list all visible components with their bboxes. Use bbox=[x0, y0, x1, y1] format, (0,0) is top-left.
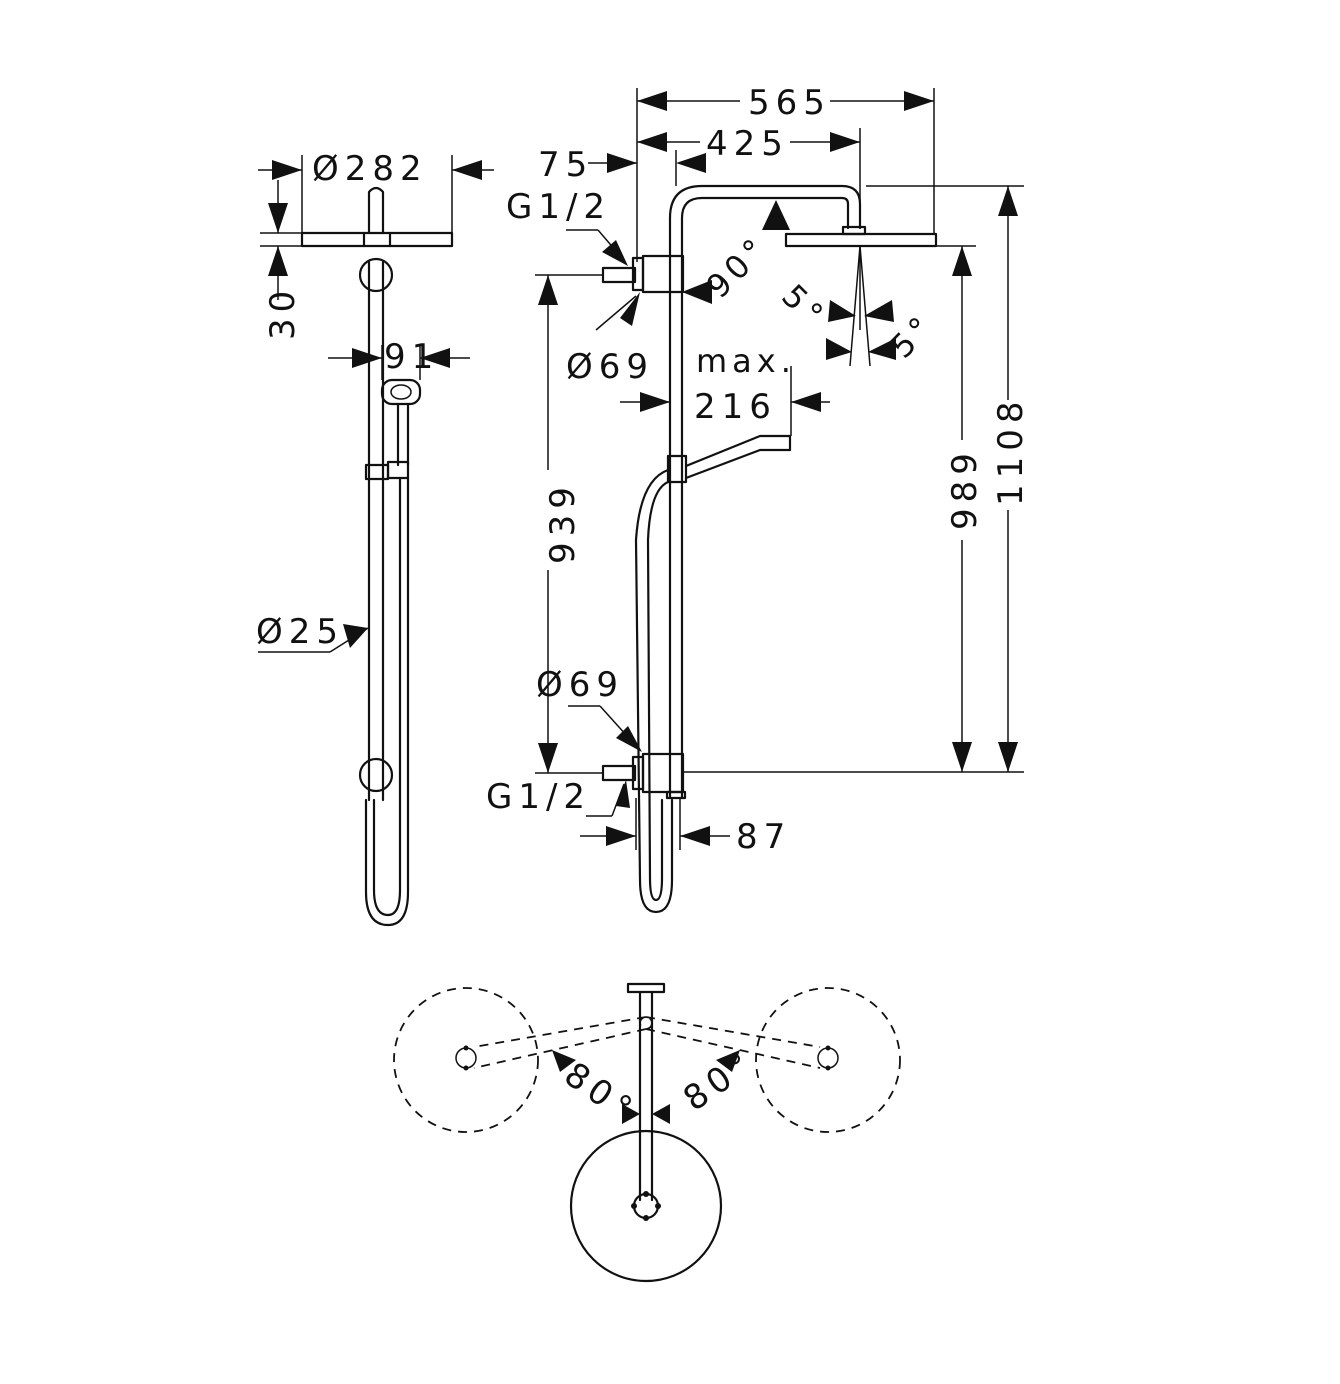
overhead-shower-front bbox=[784, 232, 938, 248]
dim-overall-width: 565 bbox=[748, 83, 831, 123]
label-swivel-right: 80° bbox=[676, 1042, 763, 1120]
hose-side bbox=[372, 476, 402, 917]
label-connection-bottom: G1/2 bbox=[486, 777, 591, 817]
dim-head-diameter: Ø282 bbox=[312, 149, 428, 189]
dim-rosette-bottom: Ø69 bbox=[536, 665, 624, 705]
hose-front bbox=[634, 468, 674, 914]
shower-arm-stub bbox=[367, 186, 385, 235]
swivel-position-right bbox=[755, 987, 901, 1133]
label-max: max. bbox=[696, 342, 796, 380]
dim-wall-offset: 75 bbox=[538, 145, 593, 185]
label-swivel-left: 80° bbox=[557, 1055, 644, 1133]
connection-top bbox=[601, 266, 637, 284]
side-view: Ø282 30 91 Ø25 bbox=[256, 149, 494, 927]
dim-bottom-depth: 87 bbox=[736, 817, 791, 857]
hand-shower-side bbox=[380, 378, 422, 406]
slider-holder bbox=[386, 460, 410, 480]
front-view: 565 425 75 G1/2 Ø69 90° 5 bbox=[486, 83, 1031, 914]
label-connection-top: G1/2 bbox=[506, 187, 611, 227]
label-tilt-a: 5° bbox=[774, 277, 834, 337]
shower-arm-front bbox=[668, 184, 862, 264]
head-center-joint bbox=[632, 1192, 660, 1220]
wall-bracket-top bbox=[358, 257, 394, 293]
dim-rail-diameter: Ø25 bbox=[256, 612, 344, 652]
top-view: 80° 80° bbox=[393, 982, 901, 1283]
dim-max-projection: 216 bbox=[694, 387, 777, 427]
dim-total-height: 1108 bbox=[991, 395, 1031, 506]
wall-bracket-bottom bbox=[358, 757, 394, 793]
hand-shower-front bbox=[684, 434, 792, 480]
dim-arm-length: 425 bbox=[706, 124, 789, 164]
dim-head-height: 989 bbox=[945, 447, 985, 530]
dim-rosette-top: Ø69 bbox=[566, 347, 654, 387]
rosette-bottom bbox=[641, 752, 685, 794]
wall-plate-top-view bbox=[626, 982, 666, 994]
swivel-position-left bbox=[393, 987, 539, 1133]
overhead-shower-top bbox=[569, 1129, 723, 1283]
overhead-shower-side bbox=[300, 231, 454, 248]
dim-hand-shower-width: 91 bbox=[384, 337, 439, 377]
dim-connection-spacing: 939 bbox=[543, 481, 583, 564]
dim-head-thickness: 30 bbox=[263, 285, 303, 340]
connection-bottom bbox=[601, 764, 637, 782]
rosette-top bbox=[641, 254, 685, 294]
